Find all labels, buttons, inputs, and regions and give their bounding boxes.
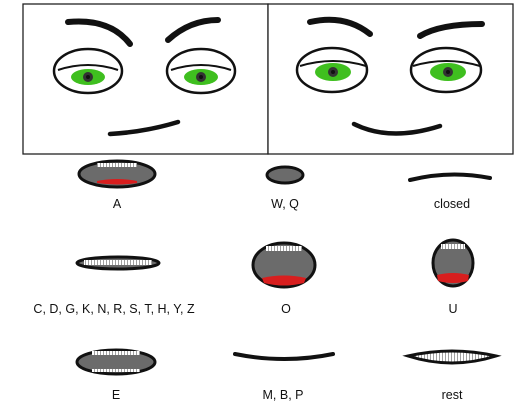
mouth-label: A bbox=[113, 197, 122, 211]
mouth-shape-rest: rest bbox=[408, 351, 496, 402]
mouth-label: rest bbox=[442, 388, 463, 402]
mouth-shape-mbp: M, B, P bbox=[235, 354, 333, 402]
mouth-label: C, D, G, K, N, R, S, T, H, Y, Z bbox=[33, 302, 195, 316]
mouth-label: closed bbox=[434, 197, 470, 211]
mouth-shape-e: E bbox=[77, 350, 155, 402]
mouth-shape-a: A bbox=[79, 161, 155, 211]
mouth-label: E bbox=[112, 388, 120, 402]
mouth-shape-wq: W, Q bbox=[267, 167, 303, 211]
mouth-shape-o: O bbox=[253, 243, 315, 316]
mouth-label: U bbox=[448, 302, 457, 316]
mouth-shape-cdg: C, D, G, K, N, R, S, T, H, Y, Z bbox=[33, 257, 195, 316]
mouth-label: M, B, P bbox=[263, 388, 304, 402]
mouth-label: O bbox=[281, 302, 291, 316]
mouth-shape-closed: closed bbox=[410, 174, 490, 211]
mouth-label: W, Q bbox=[271, 197, 299, 211]
mouth-shape-u: U bbox=[433, 240, 473, 316]
